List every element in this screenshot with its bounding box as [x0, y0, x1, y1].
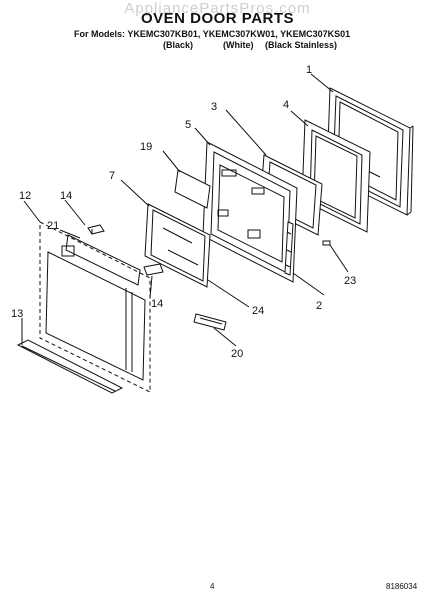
part-2-door-strip	[284, 221, 294, 276]
part-23-clip	[322, 240, 331, 246]
callout-19: 19	[140, 141, 152, 153]
part-14-bracket-top	[87, 224, 105, 235]
part-5-inner-liner	[202, 141, 298, 283]
part-20-vent	[193, 313, 227, 331]
callout-1: 1	[306, 64, 312, 76]
callout-21: 21	[47, 220, 59, 232]
part-13-bottom-trim	[16, 339, 124, 394]
page-number: 4	[210, 582, 215, 591]
part-19-insulation	[174, 169, 211, 209]
callout-24: 24	[252, 305, 264, 317]
callout-12: 12	[19, 190, 31, 202]
callout-13: 13	[11, 308, 23, 320]
watermark: AppliancePartsPros.com	[124, 0, 311, 17]
part-14-bracket-bottom	[143, 263, 164, 276]
callout-4: 4	[283, 99, 289, 111]
callout-20: 20	[231, 348, 243, 360]
callout-14-bottom: 14	[151, 298, 163, 310]
part-12-door-assembly	[39, 221, 151, 393]
callout-5: 5	[185, 119, 191, 131]
models-line: For Models: YKEMC307KB01, YKEMC307KW01, …	[74, 29, 351, 39]
page-title: OVEN DOOR PARTS	[140, 10, 295, 27]
color-stainless-label: (Black Stainless)	[265, 40, 338, 50]
callout-23: 23	[344, 275, 356, 287]
document-number: 8186034	[386, 582, 418, 591]
part-7-inner-glass	[144, 203, 211, 288]
color-white-label: (White)	[223, 40, 254, 50]
callout-3: 3	[211, 101, 217, 113]
callout-2: 2	[316, 300, 322, 312]
color-black-label: (Black)	[163, 40, 194, 50]
callout-14-top: 14	[60, 190, 72, 202]
callout-7: 7	[109, 170, 115, 182]
